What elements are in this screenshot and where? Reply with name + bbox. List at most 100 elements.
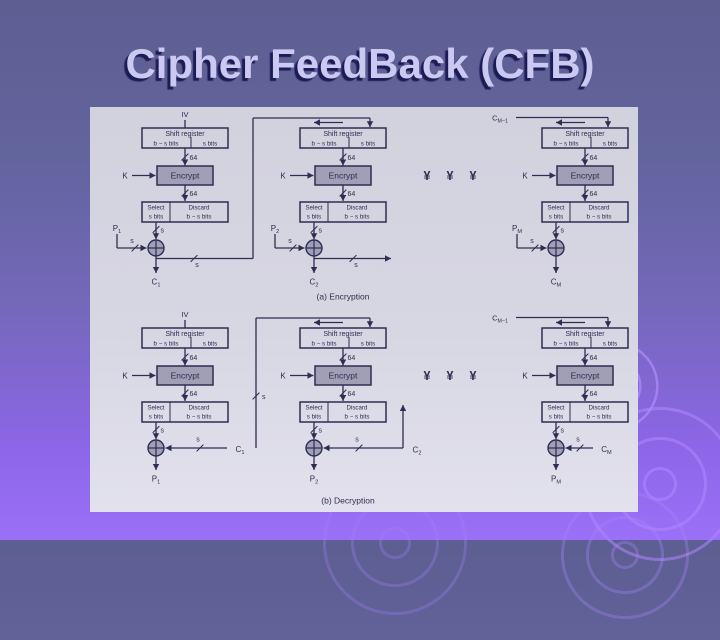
bus-width-label: 64	[190, 355, 198, 362]
signal-base: P	[152, 475, 157, 484]
signal-base: C	[152, 278, 158, 287]
bus-width-label: 64	[348, 191, 356, 198]
arrowhead	[549, 172, 556, 179]
arrowhead	[556, 119, 562, 126]
signal-base: C	[551, 278, 557, 287]
encrypt-label: Encrypt	[171, 371, 200, 381]
arrowhead	[339, 359, 347, 366]
diagram-label: b − s bits	[554, 141, 579, 148]
ciphertext-output-label: C1	[152, 278, 161, 289]
diagram-label: b − s bits	[554, 341, 579, 348]
bus-width-label: 64	[348, 155, 356, 162]
bus-width-slash	[152, 425, 160, 434]
arrowhead	[552, 464, 560, 470]
diagram-label: s bits	[149, 414, 163, 421]
select-discard-box	[299, 401, 387, 423]
diagram-label: s bits	[361, 141, 375, 148]
plaintext-input-label: PM	[512, 224, 522, 235]
diagram-label: Select	[147, 205, 164, 212]
bus-width-slash	[310, 225, 318, 234]
signal-base: P	[551, 475, 556, 484]
arrowhead	[149, 172, 156, 179]
arrowhead	[552, 267, 560, 273]
ellipsis-glyph: ¥	[424, 169, 431, 183]
bus-width-label: 64	[348, 355, 356, 362]
diagram-label: b − s bits	[312, 341, 337, 348]
diagram-label: s bits	[549, 214, 563, 221]
bus-width-slash	[339, 389, 347, 397]
bus-width-slash	[339, 353, 347, 361]
diagram-label: Shift register	[565, 331, 605, 338]
plaintext-output-label: P2	[310, 475, 318, 486]
diagram-label: Shift register	[565, 131, 605, 138]
signal-base: P	[310, 475, 315, 484]
arrowhead	[581, 395, 589, 401]
arrowhead	[366, 121, 374, 128]
signal-subscript: M	[556, 480, 561, 486]
encrypt-label: Encrypt	[571, 171, 600, 181]
arrowhead	[310, 464, 318, 470]
iv-label: IV	[181, 310, 188, 319]
diagram-label: Discard	[589, 405, 611, 412]
arrowhead	[604, 121, 612, 128]
ellipsis-glyph: ¥	[470, 169, 477, 183]
arrowhead	[310, 267, 318, 273]
arrowhead	[310, 233, 318, 240]
ellipsis-glyph: ¥	[470, 369, 477, 383]
arrowhead	[149, 372, 156, 379]
bus-width-slash	[339, 189, 347, 197]
bus-width-label: 64	[190, 391, 198, 398]
s-width-label: s	[161, 428, 165, 435]
ciphertext-input-label: C1	[236, 445, 245, 456]
s-width-label: s	[288, 238, 292, 245]
diagram-label: b − s bits	[312, 141, 337, 148]
signal-subscript: M−1	[497, 319, 508, 325]
select-discard-box	[299, 201, 387, 223]
select-discard-box	[141, 401, 229, 423]
diagram-label: s bits	[549, 414, 563, 421]
arrowhead	[556, 319, 562, 326]
bus-width-label: 64	[590, 355, 598, 362]
diagram-label: Discard	[347, 205, 369, 212]
s-width-label: s	[195, 262, 199, 269]
arrowhead	[310, 433, 318, 440]
bus-width-label: 64	[590, 191, 598, 198]
plaintext-input-label: P2	[271, 224, 279, 235]
diagram-label: Select	[147, 405, 164, 412]
bus-width-label: 64	[590, 391, 598, 398]
s-width-label: s	[319, 228, 323, 235]
diagram-label: Select	[547, 405, 564, 412]
s-width-label: s	[576, 437, 580, 444]
bus-width-slash	[581, 389, 589, 397]
arrowhead	[366, 321, 374, 328]
bus-width-slash	[552, 225, 560, 234]
arrowhead	[140, 244, 147, 252]
ciphertext-output-label: CM	[551, 278, 562, 289]
ciphertext-input-label: CM	[601, 445, 612, 456]
signal-subscript: 2	[315, 283, 318, 289]
signal-base: C	[492, 114, 498, 123]
diagram-label: Shift register	[323, 131, 363, 138]
s-width-label: s	[561, 428, 565, 435]
s-width-label: s	[130, 238, 134, 245]
diagram-label: s bits	[361, 341, 375, 348]
diagram-label: Discard	[189, 405, 211, 412]
bus-width-slash	[181, 189, 189, 197]
arrowhead	[181, 195, 189, 201]
signal-base: C	[413, 446, 419, 455]
bus-width-slash	[181, 353, 189, 361]
arrowhead	[399, 405, 407, 411]
caption-decryption: (b) Decryption	[321, 496, 375, 506]
arrowhead	[152, 233, 160, 240]
signal-subscript: M	[517, 229, 522, 235]
diagram-label: s bits	[603, 341, 617, 348]
diagram-label: s bits	[307, 214, 321, 221]
arrowhead	[581, 159, 589, 166]
bus-width-slash	[355, 444, 363, 452]
signal-subscript: M−1	[497, 119, 508, 125]
arrowhead	[581, 195, 589, 201]
ciphertext-output-label: C2	[310, 278, 319, 289]
diagram-label: Shift register	[165, 131, 205, 138]
ellipsis-glyph: ¥	[447, 369, 454, 383]
iv-label: IV	[181, 110, 188, 119]
